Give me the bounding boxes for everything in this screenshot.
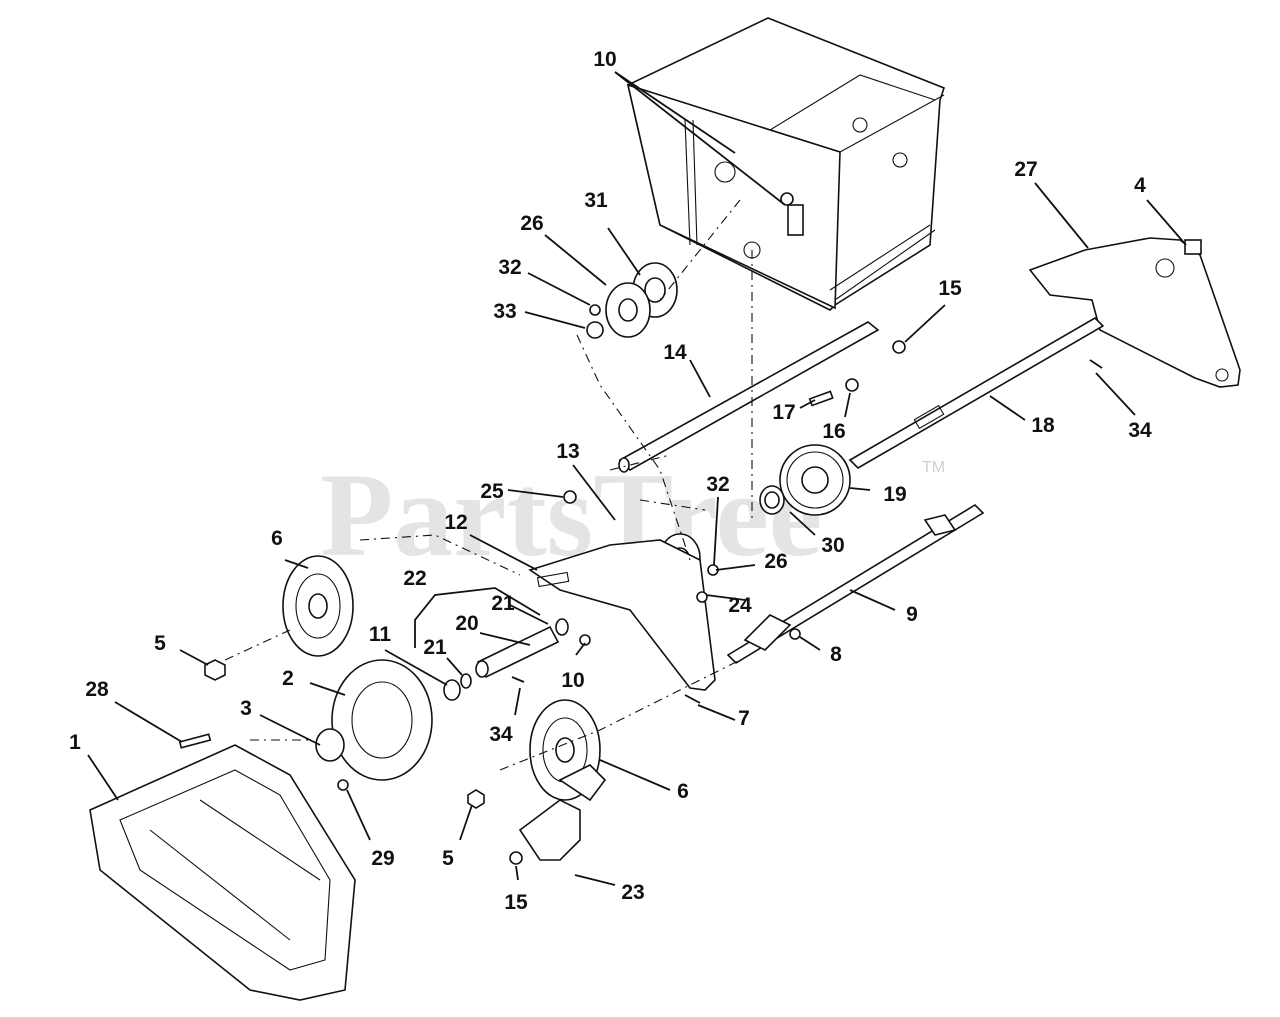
plate-12 xyxy=(528,539,716,691)
callout-29: 29 xyxy=(371,847,394,870)
callout-26: 26 xyxy=(520,212,543,235)
callout-28: 28 xyxy=(85,678,109,701)
callout-33: 33 xyxy=(493,300,516,323)
frame-housing xyxy=(626,17,945,311)
callout-15-second: 15 xyxy=(504,891,528,914)
callout-6: 6 xyxy=(271,527,283,550)
callout-5: 5 xyxy=(154,632,166,655)
callout-8: 8 xyxy=(830,643,842,666)
callout-23: 23 xyxy=(621,881,644,904)
callout-34: 34 xyxy=(1128,419,1152,442)
callout-21-second: 21 xyxy=(423,636,447,659)
callout-25: 25 xyxy=(480,480,504,503)
bracket-23 xyxy=(518,764,607,861)
callout-2: 2 xyxy=(282,667,294,690)
callout-1: 1 xyxy=(69,731,81,754)
callout-34-second: 34 xyxy=(489,723,513,746)
callout-9: 9 xyxy=(906,603,918,626)
leader-lines xyxy=(87,71,1187,886)
callout-14: 14 xyxy=(663,341,687,364)
callout-18: 18 xyxy=(1031,414,1055,437)
callout-21: 21 xyxy=(491,592,515,615)
callout-10: 10 xyxy=(593,48,616,71)
callout-20: 20 xyxy=(455,612,478,635)
side-plate-27 xyxy=(1028,237,1241,388)
callout-11: 11 xyxy=(369,623,392,646)
callout-31: 31 xyxy=(584,189,608,212)
callout-4: 4 xyxy=(1134,174,1146,197)
callout-22: 22 xyxy=(403,567,426,590)
callout-6-second: 6 xyxy=(677,780,689,803)
callout-7: 7 xyxy=(738,707,750,730)
callout-15: 15 xyxy=(938,277,962,300)
callout-27: 27 xyxy=(1014,158,1037,181)
callout-30: 30 xyxy=(821,534,844,557)
gear-19 xyxy=(779,444,851,516)
watermark-trademark: TM xyxy=(922,459,945,476)
drive-sprocket-2 xyxy=(315,659,433,781)
callout-32-second: 32 xyxy=(706,473,729,496)
small-hardware xyxy=(178,192,1103,865)
track-1 xyxy=(89,744,356,1001)
callout-19: 19 xyxy=(883,483,906,506)
shafts xyxy=(475,316,1105,679)
callout-32: 32 xyxy=(498,256,521,279)
callout-labels: 10 27 4 15 18 34 17 16 19 30 31 26 32 33… xyxy=(69,48,1152,914)
pulleys xyxy=(282,555,601,801)
callout-10-second: 10 xyxy=(561,669,584,692)
callout-26-second: 26 xyxy=(764,550,787,573)
callout-3: 3 xyxy=(240,697,252,720)
callout-12: 12 xyxy=(444,511,467,534)
callout-5-second: 5 xyxy=(442,847,454,870)
callout-24: 24 xyxy=(728,594,752,617)
callout-17: 17 xyxy=(772,401,795,424)
callout-16: 16 xyxy=(822,420,845,443)
assembly-lines xyxy=(224,199,753,771)
callout-13: 13 xyxy=(556,440,579,463)
